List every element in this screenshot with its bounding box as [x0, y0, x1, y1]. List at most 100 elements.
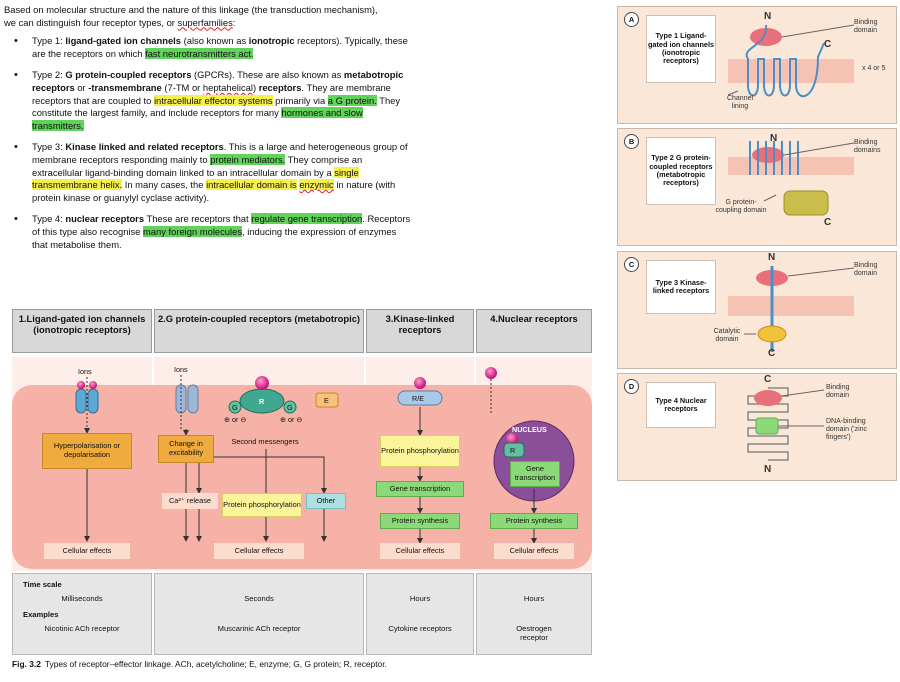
panel-a-diagram: [727, 24, 855, 98]
panel-c-diagram: [728, 266, 855, 352]
timescale-title: Time scale: [23, 580, 62, 589]
example-2: Muscarinic ACh receptor: [217, 624, 301, 633]
cellular-effects-2: Cellular effects: [214, 543, 304, 559]
re-label: R/E: [412, 394, 424, 403]
highlight-fast-neurotransmitters: fast neurotransmitters act.: [145, 47, 254, 59]
panel-c-letter: C: [624, 257, 639, 272]
timescale-col3: Hours Cytokine receptors: [366, 573, 474, 655]
panel-b-binding: Binding domains: [854, 139, 881, 154]
highlight-foreign-molecules: many foreign molecules: [143, 225, 243, 237]
gene-transcription-box-4: Gene transcription: [510, 461, 560, 487]
intro-colon: :: [232, 16, 236, 28]
timescale-col1: Time scale Milliseconds Examples Nicotin…: [12, 573, 152, 655]
panel-d-n: N: [764, 464, 772, 475]
g-protein-label-1: G: [232, 403, 238, 412]
panel-d-nuclear: D Type 4 Nuclear receptors C N Binding d…: [617, 373, 897, 481]
cellular-effects-4: Cellular effects: [494, 543, 574, 559]
type4-item: Type 4: nuclear receptors These are rece…: [4, 213, 414, 251]
panel-c-kinase: C Type 3 Kinase-linked receptors N C Bin…: [617, 251, 897, 369]
panel-b-title: Type 2 G protein-coupled receptors (meta…: [646, 137, 716, 205]
panel-a-letter: A: [624, 12, 639, 27]
panel-a-c: C: [824, 39, 832, 50]
timescale-value-3: Hours: [409, 594, 431, 603]
cellular-effects-3: Cellular effects: [380, 543, 460, 559]
cell-membrane-band: [12, 385, 592, 569]
panel-a-channel: Channel lining: [726, 95, 754, 110]
caption-number: Fig. 3.2: [12, 659, 41, 669]
type3-item: Type 3: Kinase linked and related recept…: [4, 141, 414, 204]
intro-paragraph: Based on molecular structure and the nat…: [4, 4, 414, 29]
panel-c-c: C: [768, 348, 776, 359]
header-nuclear: 4.Nuclear receptors: [476, 309, 592, 353]
highlight-gene-transcription: regulate gene transcription: [251, 213, 363, 225]
intro-line-1: Based on molecular structure and the nat…: [4, 4, 378, 15]
header-kinase: 3.Kinase-linked receptors: [366, 309, 474, 353]
intro-line-2: we can distinguish four receptor types, …: [4, 16, 178, 28]
protein-phosphorylation-box-2: Protein phosphorylation: [222, 493, 302, 517]
protein-phosphorylation-box-3: Protein phosphorylation: [380, 435, 460, 467]
panel-b-c: C: [824, 217, 832, 228]
hyperpolarisation-box: Hyperpolarisation or depolarisation: [42, 433, 132, 469]
timescale-col2: Seconds Muscarinic ACh receptor: [154, 573, 364, 655]
receptor-r-label: R: [259, 397, 265, 406]
example-1: Nicotinic ACh receptor: [44, 624, 120, 633]
receptor-effector-figure: 1.Ligand-gated ion channels (ionotropic …: [4, 301, 600, 679]
second-messengers-label: Second messengers: [231, 436, 299, 446]
plus-or-minus-2: ⊕ or ⊖: [280, 415, 303, 424]
panel-d-binding: Binding domain: [826, 384, 850, 399]
plus-or-minus-1: ⊕ or ⊖: [224, 415, 247, 424]
protein-synthesis-box-3: Protein synthesis: [380, 513, 460, 529]
panel-d-c: C: [764, 374, 772, 385]
highlight-intracellular-domain: intracellular domain is: [206, 179, 297, 191]
ca-release-box: Ca²⁺ release: [162, 493, 218, 509]
cellular-effects-1: Cellular effects: [44, 543, 130, 559]
text-block: Based on molecular structure and the nat…: [4, 4, 414, 260]
highlight-protein-mediators: protein mediators.: [210, 153, 286, 165]
panel-a-title: Type 1 Ligand-gated ion channels (ionotr…: [646, 15, 716, 83]
enzyme-e-label: E: [324, 396, 329, 405]
timescale-value-4: Hours: [523, 594, 545, 603]
panel-a-x: x 4 or 5: [862, 65, 886, 72]
panel-a-ligand-gated: A Type 1 Ligand-gated ion channels (iono…: [617, 6, 897, 124]
type1-item: Type 1: ligand-gated ion channels (also …: [4, 35, 414, 60]
highlight-enzymic: enzymic: [299, 179, 334, 191]
panel-d-letter: D: [624, 379, 639, 394]
gene-transcription-box-3: Gene transcription: [376, 481, 464, 497]
panel-c-n: N: [768, 252, 776, 263]
nuclear-r-label: R: [510, 446, 516, 455]
panel-d-dna: DNA-binding domain ('zinc fingers'): [826, 418, 868, 441]
header-g-protein: 2.G protein-coupled receptors (metabotro…: [154, 309, 364, 353]
change-excitability-box: Change in excitability: [158, 435, 214, 463]
panel-b-diagram: [728, 141, 855, 216]
ion-channel-receptor-icon: [75, 377, 99, 427]
receptor-type-list: Type 1: ligand-gated ion channels (also …: [4, 35, 414, 251]
caption-text: Types of receptor–effector linkage. ACh,…: [44, 659, 387, 669]
highlight-g-protein: a G protein.: [327, 94, 377, 106]
panel-b-n: N: [770, 133, 778, 144]
timescale-value-2: Seconds: [244, 594, 274, 603]
ions-label-2: Ions: [174, 365, 188, 374]
panel-d-diagram: [747, 387, 825, 461]
example-3: Cytokine receptors: [388, 624, 452, 633]
example-4: Oestrogen receptor: [516, 624, 552, 642]
ions-label-1: Ions: [78, 367, 92, 376]
header-ligand-gated: 1.Ligand-gated ion channels (ionotropic …: [12, 309, 152, 353]
panel-b-gpcr: B Type 2 G protein-coupled receptors (me…: [617, 128, 897, 246]
nucleus-label: NUCLEUS: [512, 425, 547, 434]
superfamilies-word: superfamilies: [177, 16, 233, 28]
timescale-value-1: Milliseconds: [61, 594, 103, 603]
kinase-receptor-icon: [397, 377, 443, 406]
panel-c-cat: Catalytic domain: [713, 328, 741, 343]
panel-c-title: Type 3 Kinase-linked receptors: [646, 260, 716, 314]
examples-title: Examples: [23, 610, 59, 619]
panel-b-letter: B: [624, 134, 639, 149]
panel-d-title: Type 4 Nuclear receptors: [646, 382, 716, 428]
other-box: Other: [306, 493, 346, 509]
panel-a-binding: Binding domain: [854, 19, 878, 34]
type2-item: Type 2: G protein-coupled receptors (GPC…: [4, 69, 414, 132]
timescale-col4: Hours Oestrogen receptor: [476, 573, 592, 655]
panel-c-binding: Binding domain: [854, 262, 878, 277]
panel-b-gp: G protein-coupling domain: [715, 199, 767, 214]
gpcr-receptor-icon: [175, 375, 339, 429]
